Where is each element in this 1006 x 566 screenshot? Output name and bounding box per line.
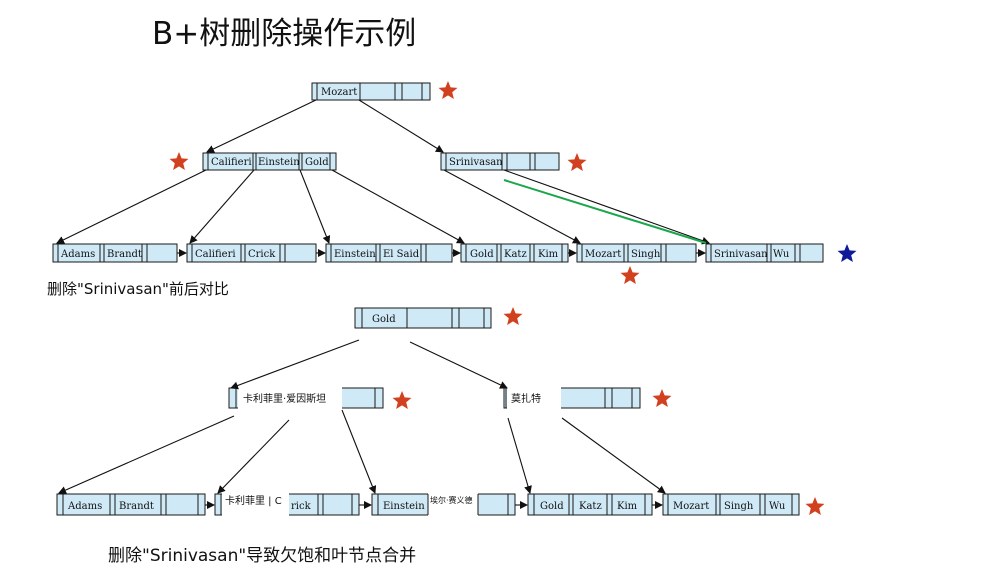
key: Kim <box>617 501 638 512</box>
key: Singh <box>724 501 754 512</box>
key: Singh <box>631 249 661 260</box>
after-leaf-4: Gold Katz Kim <box>527 493 653 516</box>
star-icon <box>567 153 587 171</box>
key: Srinivasan <box>714 249 768 260</box>
star-icon <box>805 497 825 515</box>
after-leaf-5: Mozart Singh Wu <box>662 493 800 516</box>
after-edges <box>58 339 666 509</box>
before-leaf-2: Califieri Crick <box>186 243 317 263</box>
key: Katz <box>579 501 602 512</box>
after-internal-node-right: 莫扎特 <box>503 386 641 410</box>
key: Einstein <box>258 157 300 168</box>
key: 卡利菲里·爱因斯坦 <box>243 392 326 405</box>
key: 埃尔·赛义德 <box>430 495 473 505</box>
before-leaf-6: Srinivasan Wu <box>705 243 824 263</box>
key: Brandt <box>119 501 154 512</box>
after-internal-node-left: 卡利菲里·爱因斯坦 <box>228 386 384 410</box>
star-icon <box>620 266 640 284</box>
key: Brandt <box>107 249 142 260</box>
key: Gold <box>305 157 329 168</box>
key: Gold <box>540 501 564 512</box>
after-leaf-1: Adams Brandt <box>56 493 206 516</box>
star-icon <box>169 152 189 170</box>
key: Srinivasan <box>449 157 503 168</box>
key: Kim <box>538 249 559 260</box>
before-internal-node-right: Srinivasan <box>440 152 560 171</box>
before-leaf-1: Adams Brandt <box>52 243 178 263</box>
after-leaf-2: 卡利菲里 | C rick <box>214 490 360 519</box>
key: Adams <box>60 249 95 260</box>
key: Mozart <box>673 501 709 512</box>
before-edges <box>56 99 710 257</box>
key: Gold <box>470 249 494 260</box>
key: rick <box>291 501 312 512</box>
caption-merge: 删除"Srinivasan"导致欠饱和叶节点合并 <box>108 546 417 566</box>
key: Einstein <box>383 501 425 512</box>
key: Wu <box>773 249 790 260</box>
key: Califieri <box>195 249 236 260</box>
key: Mozart <box>585 249 621 260</box>
key: Einstein <box>334 249 376 260</box>
key: Wu <box>769 501 786 512</box>
key: El Said <box>383 249 420 260</box>
key: Mozart <box>321 87 357 98</box>
star-icon <box>503 307 523 325</box>
key: Califieri <box>211 157 252 168</box>
key: 莫扎特 <box>511 392 541 405</box>
star-icon <box>392 391 412 409</box>
key: Gold <box>372 314 396 325</box>
caption-before-after: 删除"Srinivasan"前后对比 <box>47 280 229 298</box>
star-icon <box>652 389 672 407</box>
before-root-node: Mozart <box>311 82 431 101</box>
before-leaf-5: Mozart Singh <box>576 243 697 263</box>
star-icon <box>837 244 857 262</box>
key: 卡利菲里 | C <box>225 494 282 507</box>
before-leaf-4: Gold Katz Kim <box>460 243 569 263</box>
before-leaf-3: Einstein El Said <box>325 243 453 263</box>
after-leaf-3: Einstein 埃尔·赛义德 <box>371 490 516 519</box>
after-root-node: Gold <box>354 307 492 329</box>
star-icon <box>438 81 458 99</box>
key: Katz <box>504 249 527 260</box>
key: Adams <box>67 501 102 512</box>
page-title: B+树删除操作示例 <box>152 16 417 52</box>
before-internal-node-left: Califieri Einstein Gold <box>202 152 337 171</box>
key: Crick <box>248 249 276 260</box>
